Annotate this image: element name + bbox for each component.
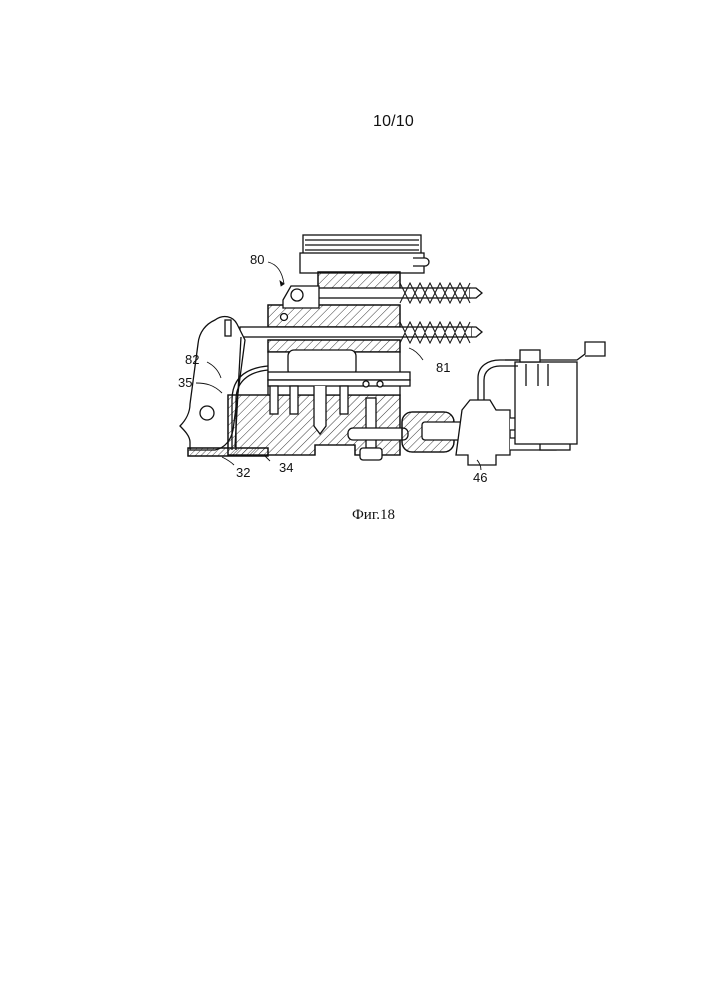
label-82: 82 <box>185 352 199 367</box>
label-34: 34 <box>279 460 293 475</box>
top-cap <box>300 235 429 273</box>
base-plate <box>188 448 268 456</box>
label-80: 80 <box>250 252 264 267</box>
upper-housing <box>268 272 400 352</box>
label-81: 81 <box>436 360 450 375</box>
connector <box>402 412 466 452</box>
right-tube <box>478 360 518 400</box>
figure-caption: Фиг.18 <box>20 507 707 524</box>
label-32: 32 <box>236 465 250 480</box>
label-46: 46 <box>473 470 487 485</box>
right-housing <box>505 342 605 444</box>
label-35: 35 <box>178 375 192 390</box>
